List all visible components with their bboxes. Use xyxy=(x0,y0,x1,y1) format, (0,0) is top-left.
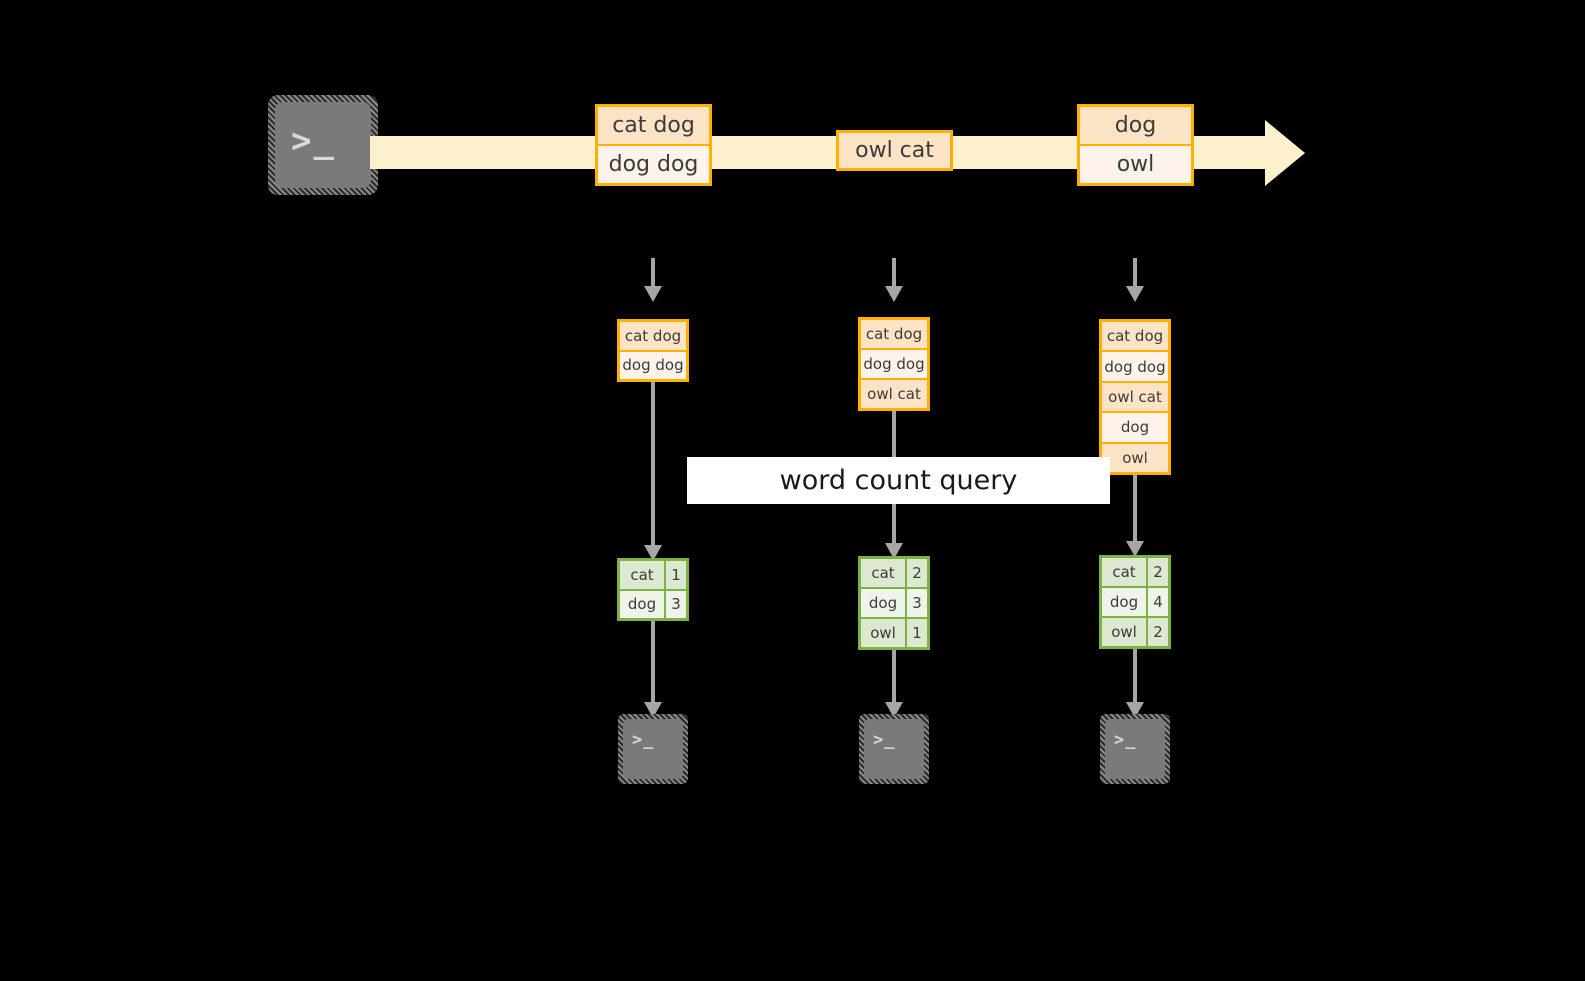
snapshot-2-trigger-arrowhead xyxy=(885,286,903,302)
snapshot-1-result-table: cat 1 dog 3 xyxy=(617,558,689,621)
snapshot-3-sink-line xyxy=(1133,649,1137,704)
result-word: dog xyxy=(861,589,905,617)
table-row: cat 2 xyxy=(1102,558,1168,586)
snapshot-1-buffer: cat dog dog dog xyxy=(617,319,689,382)
stream-arrow-head xyxy=(1265,120,1305,186)
snapshot-3-trigger-arrowhead xyxy=(1126,286,1144,302)
snapshot-3-result-table: cat 2 dog 4 owl 2 xyxy=(1099,555,1171,649)
terminal-screen: >_ xyxy=(275,102,371,188)
result-count: 2 xyxy=(1148,558,1168,586)
result-count: 1 xyxy=(907,619,927,647)
result-word: cat xyxy=(1102,558,1146,586)
query-label-banner: word count query xyxy=(687,457,1110,504)
result-word: cat xyxy=(620,561,664,589)
table-row: cat 2 xyxy=(861,559,927,587)
result-count: 3 xyxy=(907,589,927,617)
terminal-screen: >_ xyxy=(864,719,924,779)
snapshot-2-sink-line xyxy=(892,650,896,704)
snapshot-2-result-table: cat 2 dog 3 owl 1 xyxy=(858,556,930,650)
buffer-line: cat dog xyxy=(620,322,686,350)
buffer-line: dog xyxy=(1102,413,1168,442)
result-word: dog xyxy=(620,590,664,618)
terminal-prompt-glyph: >_ xyxy=(873,730,896,750)
result-word: dog xyxy=(1102,588,1146,616)
table-row: owl 1 xyxy=(861,619,927,647)
snapshot-3-trigger-line xyxy=(1133,258,1137,286)
table-row: dog 4 xyxy=(1102,588,1168,616)
table-row: cat 1 xyxy=(620,561,686,589)
terminal-prompt-glyph: >_ xyxy=(1114,730,1137,750)
stream-record-3: dog owl xyxy=(1077,104,1194,186)
record-line: dog dog xyxy=(598,146,709,183)
terminal-screen: >_ xyxy=(623,719,683,779)
snapshot-2-buffer: cat dog dog dog owl cat xyxy=(858,317,930,411)
result-count: 1 xyxy=(666,561,686,589)
snapshot-2-sink-terminal-icon: >_ xyxy=(859,714,929,784)
result-word: cat xyxy=(861,559,905,587)
snapshot-3-query-line xyxy=(1133,475,1137,543)
table-row: dog 3 xyxy=(620,590,686,618)
terminal-screen: >_ xyxy=(1105,719,1165,779)
buffer-line: dog dog xyxy=(1102,352,1168,381)
buffer-line: cat dog xyxy=(861,320,927,348)
stream-record-2: owl cat xyxy=(836,130,953,171)
snapshot-1-query-arrowhead xyxy=(644,545,662,561)
buffer-line: cat dog xyxy=(1102,322,1168,351)
snapshot-1-trigger-line xyxy=(651,258,655,286)
snapshot-1-sink-line xyxy=(651,621,655,704)
table-row: dog 3 xyxy=(861,589,927,617)
buffer-line: dog dog xyxy=(861,350,927,378)
source-terminal-icon: >_ xyxy=(268,95,378,195)
snapshot-3-sink-terminal-icon: >_ xyxy=(1100,714,1170,784)
snapshot-1-trigger-arrowhead xyxy=(644,286,662,302)
terminal-prompt-glyph: >_ xyxy=(291,121,336,161)
result-count: 4 xyxy=(1148,588,1168,616)
snapshot-3-buffer: cat dog dog dog owl cat dog owl xyxy=(1099,319,1171,475)
snapshot-3-query-arrowhead xyxy=(1126,541,1144,557)
result-count: 3 xyxy=(666,590,686,618)
table-row: owl 2 xyxy=(1102,618,1168,646)
terminal-prompt-glyph: >_ xyxy=(632,730,655,750)
stream-record-1: cat dog dog dog xyxy=(595,104,712,186)
query-label-text: word count query xyxy=(779,465,1018,496)
record-line: dog xyxy=(1080,107,1191,144)
record-line: owl cat xyxy=(839,133,950,168)
result-word: owl xyxy=(1102,618,1146,646)
buffer-line: owl xyxy=(1102,443,1168,472)
record-line: cat dog xyxy=(598,107,709,144)
result-count: 2 xyxy=(1148,618,1168,646)
snapshot-1-query-line xyxy=(651,382,655,547)
record-line: owl xyxy=(1080,146,1191,183)
result-count: 2 xyxy=(907,559,927,587)
result-word: owl xyxy=(861,619,905,647)
buffer-line: dog dog xyxy=(620,351,686,379)
snapshot-2-query-arrowhead xyxy=(885,543,903,559)
snapshot-2-trigger-line xyxy=(892,258,896,286)
buffer-line: owl cat xyxy=(1102,382,1168,412)
snapshot-1-sink-terminal-icon: >_ xyxy=(618,714,688,784)
buffer-line: owl cat xyxy=(861,380,927,408)
